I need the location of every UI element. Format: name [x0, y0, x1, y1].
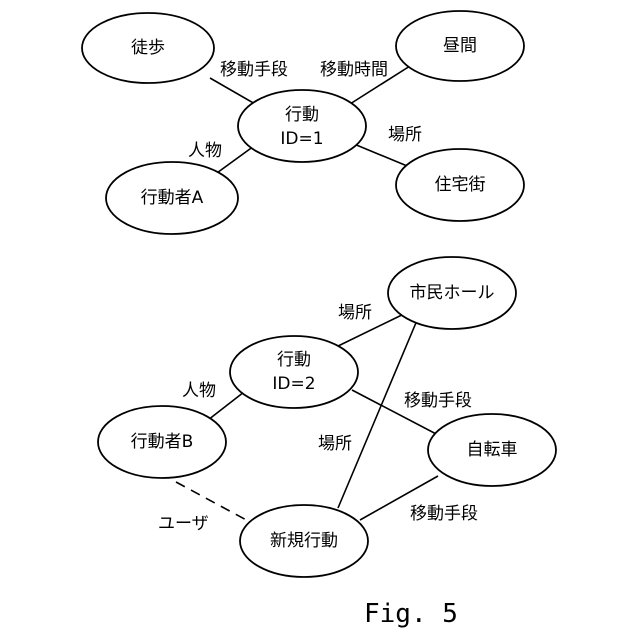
edge-new-action-city-hall [338, 318, 418, 508]
figure-caption: Fig. 5 [364, 599, 458, 629]
edge-label-place-1: 場所 [388, 125, 422, 145]
edge-label-means-2: 移動手段 [404, 391, 472, 411]
edge-label-means-3: 移動手段 [410, 504, 478, 524]
edge-action1-residential [354, 144, 412, 168]
node-action-1-id: ID=1 [280, 129, 323, 149]
node-action-1-title: 行動 [285, 105, 319, 125]
node-daytime-label: 昼間 [443, 36, 477, 56]
node-residential: 住宅街 [396, 149, 524, 221]
node-actor-b: 行動者B [98, 406, 226, 478]
edge-label-place-3: 場所 [318, 434, 352, 454]
node-walk-label: 徒歩 [131, 38, 165, 58]
node-actor-b-label: 行動者B [131, 432, 194, 452]
node-action-2-id: ID=2 [272, 374, 315, 394]
node-bicycle: 自転車 [428, 414, 556, 486]
edge-label-person-2: 人物 [182, 381, 216, 401]
node-new-action: 新規行動 [240, 505, 368, 577]
node-residential-label: 住宅街 [435, 175, 486, 195]
node-walk: 徒歩 [82, 13, 214, 83]
node-action-2-title: 行動 [277, 350, 311, 370]
node-action-1: 行動 ID=1 [238, 90, 366, 162]
node-actor-a: 行動者A [106, 162, 238, 234]
edge-label-user: ユーザ [158, 514, 209, 534]
node-daytime: 昼間 [396, 11, 524, 81]
edge-label-means-1: 移動手段 [220, 60, 288, 80]
edge-label-time-1: 移動時間 [320, 60, 388, 80]
node-city-hall: 市民ホール [388, 257, 516, 329]
node-bicycle-label: 自転車 [467, 440, 518, 460]
edge-label-place-2: 場所 [338, 303, 372, 323]
node-new-action-label: 新規行動 [270, 531, 338, 551]
node-action-2: 行動 ID=2 [230, 336, 358, 408]
node-city-hall-label: 市民ホール [410, 283, 495, 303]
node-actor-a-label: 行動者A [141, 188, 204, 208]
edge-label-person-1: 人物 [188, 141, 222, 161]
